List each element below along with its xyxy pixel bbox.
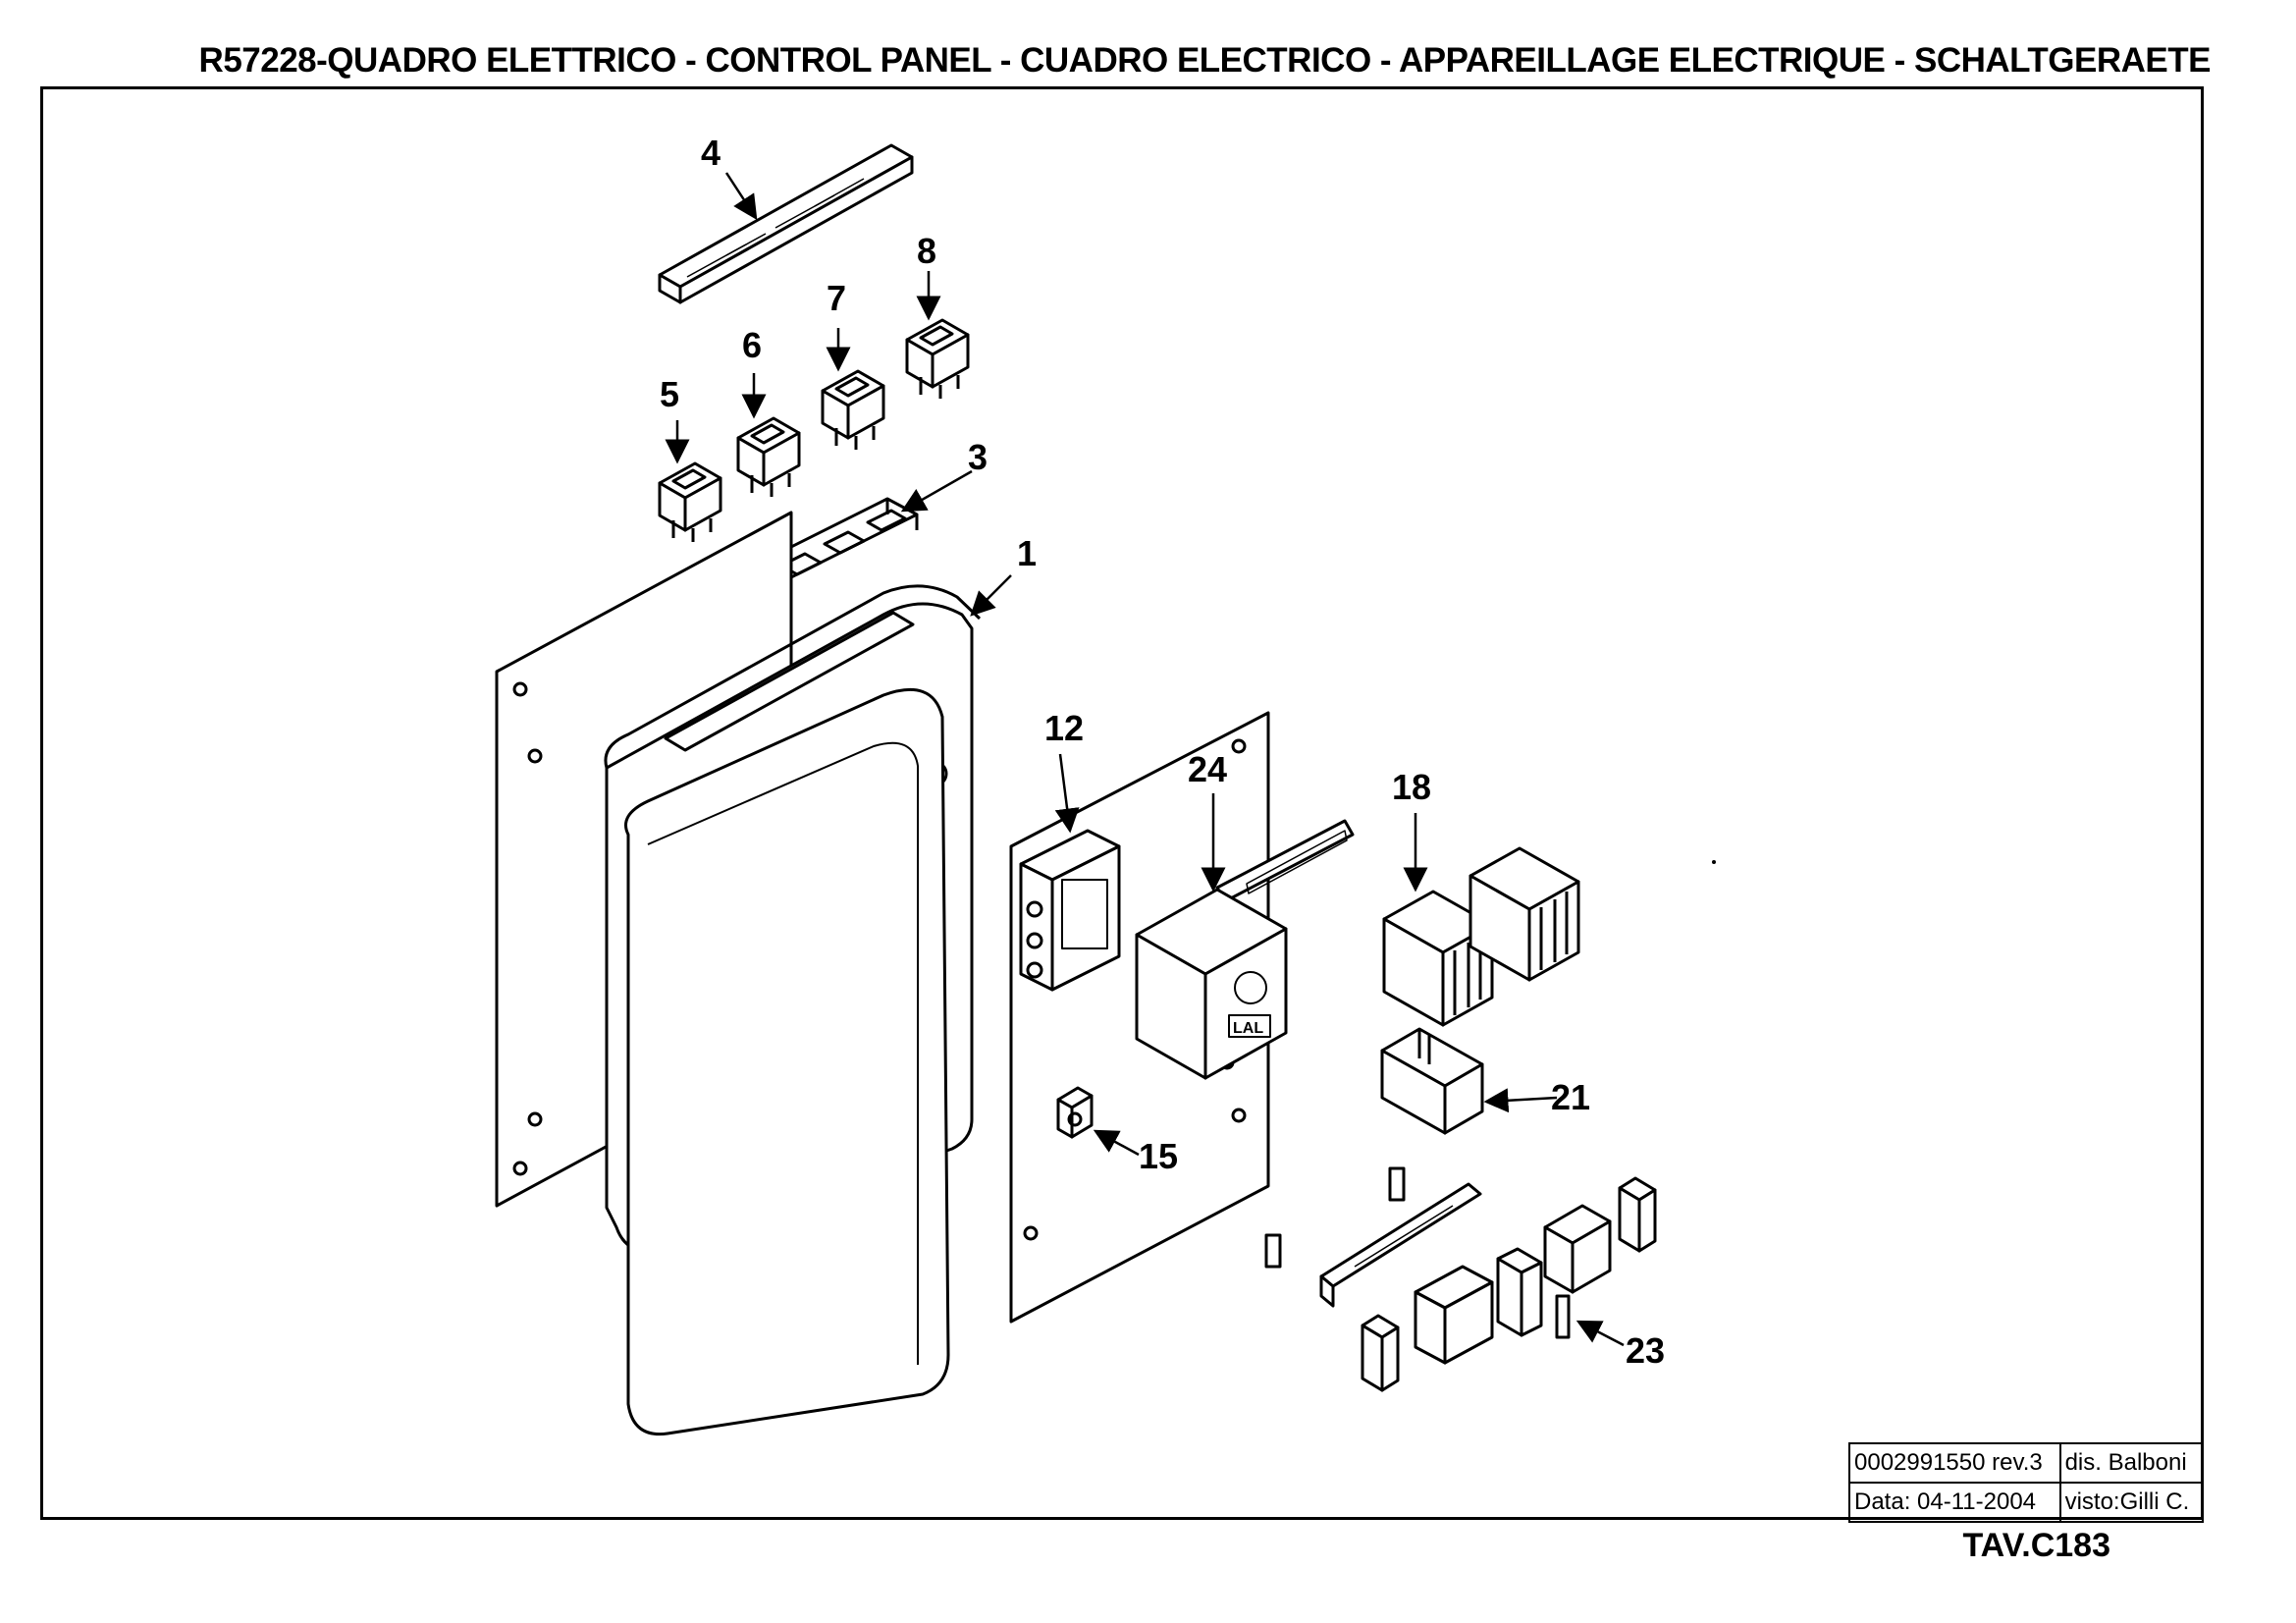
part-7-rocker-switch — [821, 369, 885, 450]
part-5-rocker-switch — [658, 461, 722, 542]
device-label: LAL — [1233, 1020, 1263, 1037]
stray-dot — [1712, 860, 1716, 864]
callout-4: 4 — [701, 133, 721, 173]
part-1-enclosure — [604, 584, 982, 1436]
leader-arrows — [665, 172, 1625, 1347]
callout-7: 7 — [827, 278, 846, 318]
part-8-rocker-switch — [905, 318, 970, 399]
checked-by: visto:Gilli C. — [2058, 1482, 2205, 1523]
part-12-terminal-block — [1019, 829, 1121, 992]
part-24-control-box — [1135, 888, 1288, 1080]
part-18-contactor-front — [1382, 890, 1494, 1027]
doc-number: 0002991550 rev.3 — [1848, 1442, 2061, 1484]
callout-18: 18 — [1392, 767, 1431, 807]
title-block: 0002991550 rev.3 dis. Balboni Data: 04-1… — [1848, 1442, 2205, 1523]
standoff-upper — [1388, 1166, 1406, 1202]
callout-6: 6 — [742, 325, 762, 365]
terminal-cover — [1496, 1247, 1543, 1337]
part-18-contactor-back — [1468, 846, 1580, 982]
terminal-blocks-right — [1543, 1204, 1612, 1294]
part-4-cover-strip — [658, 143, 914, 304]
standoff-lower — [1264, 1233, 1282, 1269]
sheet-number: TAV.C183 — [1962, 1527, 2110, 1564]
terminal-end-stop-right — [1618, 1176, 1657, 1253]
terminal-blocks-left — [1414, 1265, 1494, 1365]
din-rail-lower — [1319, 1182, 1482, 1308]
callout-1: 1 — [1017, 533, 1037, 573]
callout-8: 8 — [917, 231, 936, 271]
callout-23: 23 — [1626, 1330, 1665, 1371]
terminal-end-stop-left — [1361, 1314, 1400, 1392]
drawn-by: dis. Balboni — [2058, 1442, 2205, 1484]
drawing-title: R57228-QUADRO ELETTRICO - CONTROL PANEL … — [198, 41, 2212, 80]
part-23-fuse — [1555, 1294, 1571, 1339]
callout-24: 24 — [1188, 749, 1227, 789]
callout-3: 3 — [968, 437, 988, 477]
part-21-overload-relay — [1380, 1027, 1484, 1135]
callout-21: 21 — [1551, 1077, 1590, 1117]
part-15-clip — [1056, 1086, 1094, 1139]
callout-12: 12 — [1044, 708, 1084, 748]
drawing-frame — [40, 86, 2204, 1520]
date: Data: 04-11-2004 — [1848, 1482, 2061, 1523]
callout-15: 15 — [1139, 1136, 1178, 1176]
callout-labels: 4 5 6 7 8 3 1 12 24 18 15 21 23 LAL — [660, 133, 1665, 1371]
part-6-rocker-switch — [736, 416, 801, 497]
callout-5: 5 — [660, 374, 679, 414]
